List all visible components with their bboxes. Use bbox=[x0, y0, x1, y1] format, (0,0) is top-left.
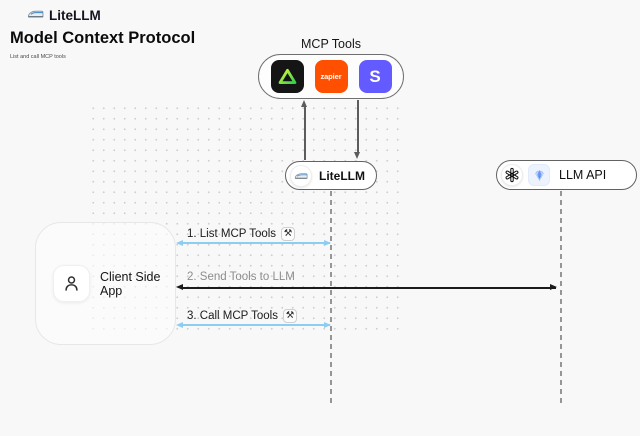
step3-tools-icon: ⚒ bbox=[282, 309, 297, 323]
page-title: Model Context Protocol bbox=[10, 29, 196, 47]
client-side-app-label: Client Side App bbox=[100, 269, 161, 298]
stripe-icon-label: S bbox=[369, 66, 381, 86]
user-icon bbox=[53, 265, 90, 302]
mcp-uplink-line bbox=[304, 106, 306, 160]
llm-provider-fan-icon bbox=[528, 164, 550, 186]
zapier-icon: zapier bbox=[314, 60, 348, 93]
step1-tools-icon: ⚒ bbox=[281, 227, 296, 241]
app-logo: LiteLLM bbox=[27, 8, 101, 23]
step1-arrowhead-right bbox=[324, 239, 331, 246]
app-logo-text: LiteLLM bbox=[49, 8, 101, 23]
step3-arrowhead-right bbox=[324, 321, 331, 328]
step2-label-text: 2. Send Tools to LLM bbox=[187, 271, 295, 283]
mcp-uplink-arrowhead bbox=[301, 100, 308, 107]
llm-api-node: LLM API bbox=[496, 160, 637, 190]
stripe-icon: S bbox=[358, 60, 392, 93]
step2-arrowhead-left bbox=[176, 284, 183, 291]
mcp-downlink-line bbox=[357, 100, 359, 153]
zapier-icon-label: zapier bbox=[320, 72, 342, 81]
client-side-app-node: Client Side App bbox=[35, 222, 176, 345]
step2-label: 2. Send Tools to LLM bbox=[187, 271, 295, 283]
step3-label-text: 3. Call MCP Tools bbox=[187, 310, 278, 322]
step1-arrowhead-left bbox=[176, 239, 183, 246]
litellm-lifeline bbox=[330, 191, 332, 407]
train-icon bbox=[27, 8, 44, 23]
step1-label-text: 1. List MCP Tools bbox=[187, 228, 277, 240]
litellm-node-label: LiteLLM bbox=[319, 168, 365, 183]
mcp-tools-group: zapier S bbox=[258, 54, 404, 99]
mcp-downlink-arrowhead bbox=[354, 152, 361, 159]
page-subtitle: List and call MCP tools bbox=[10, 54, 66, 60]
step3-label: 3. Call MCP Tools ⚒ bbox=[187, 309, 297, 323]
triangle-tool-icon bbox=[270, 60, 304, 93]
mcp-tools-label: MCP Tools bbox=[301, 37, 361, 51]
step1-arrow-line bbox=[183, 242, 330, 244]
step2-arrowhead-right bbox=[550, 284, 557, 291]
step3-arrow-line bbox=[183, 324, 330, 326]
step3-arrowhead-left bbox=[176, 321, 183, 328]
step2-arrow-line bbox=[183, 287, 556, 289]
step1-label: 1. List MCP Tools ⚒ bbox=[187, 227, 296, 241]
litellm-train-icon bbox=[290, 164, 312, 187]
llm-api-node-label: LLM API bbox=[559, 168, 607, 182]
litellm-node: LiteLLM bbox=[285, 161, 377, 190]
llm-api-lifeline bbox=[560, 191, 562, 407]
openai-icon bbox=[501, 164, 523, 186]
